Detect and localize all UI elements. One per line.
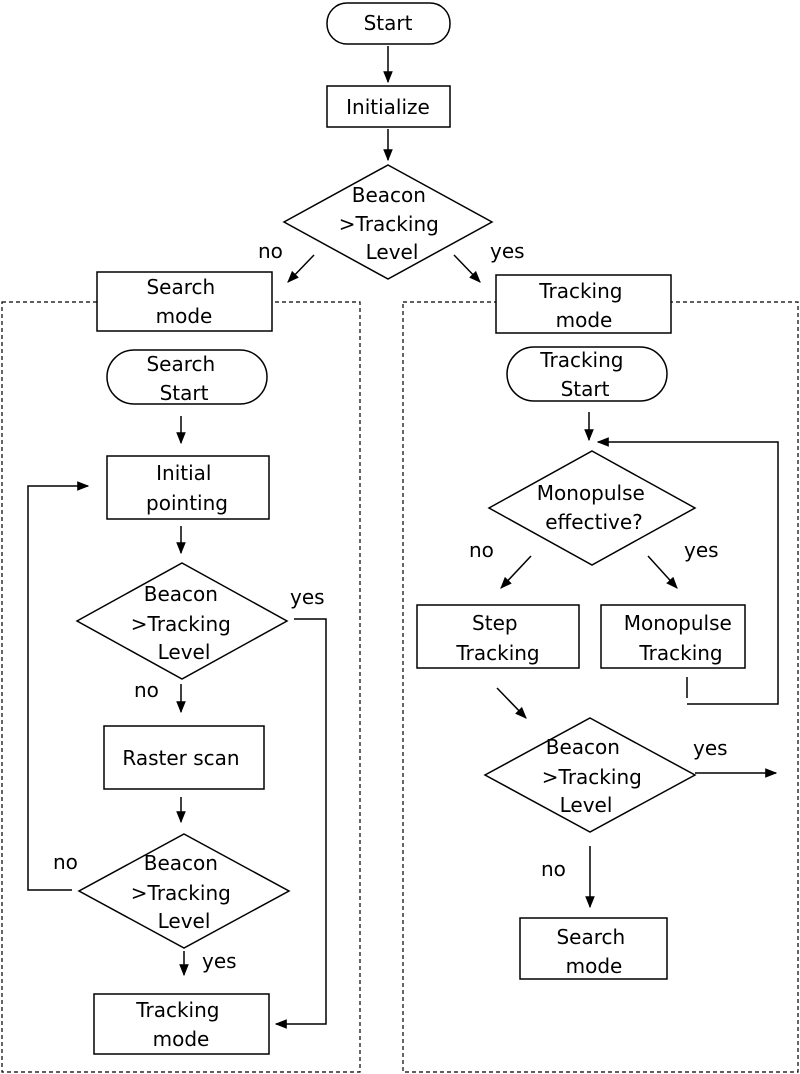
step-tracking-node: Step Tracking <box>416 604 580 669</box>
initial-pointing-node: Initial pointing <box>106 455 270 520</box>
initial-pointing-label: Initial pointing <box>146 461 228 515</box>
tracking-branch-search-mode-node: Search mode <box>519 917 668 980</box>
tracking-beacon-check-node: Beacon >Tracking Level <box>483 717 697 833</box>
search1-no-label: no <box>134 678 159 702</box>
search-start-label: Search Start <box>146 352 221 405</box>
monopulse-effective-node: Monopulse effective? <box>487 450 697 566</box>
arrow-mono-yes <box>647 555 678 589</box>
main-beacon-check-node: Beacon >Tracking Level <box>282 164 494 280</box>
start-node: Start <box>326 2 451 45</box>
monopulse-tracking-node: Monopulse Tracking <box>600 604 746 669</box>
track-no-label: no <box>541 857 566 881</box>
search-branch-tracking-mode-label: Tracking mode <box>135 998 226 1051</box>
tracking-beacon-check-label: Beacon >Tracking Level <box>542 735 648 817</box>
main-beacon-check-label: Beacon >Tracking Level <box>339 183 445 264</box>
tracking-mode-label: Tracking mode <box>538 279 629 332</box>
initialize-node-label: Initialize <box>346 95 430 119</box>
search1-yes-label: yes <box>290 585 325 609</box>
tracking-start-label: Tracking Start <box>539 348 630 401</box>
arrow-search2-no-loop <box>27 481 90 891</box>
search-mode-node: Search mode <box>96 271 273 332</box>
arrow-search1-yes-to-tracking <box>274 618 327 1029</box>
track-yes-label: yes <box>693 736 728 760</box>
mono-no-label: no <box>469 538 494 562</box>
tracking-mode-node: Tracking mode <box>495 274 672 334</box>
search-beacon-check-1-label: Beacon >Tracking Level <box>131 582 237 664</box>
main-yes-label: yes <box>490 239 525 263</box>
monopulse-effective-label: Monopulse effective? <box>537 481 651 534</box>
arrow-main-no <box>287 254 315 283</box>
arrow-main-yes <box>453 254 481 283</box>
arrow-mono-no <box>500 555 532 589</box>
start-node-label: Start <box>364 11 413 35</box>
tracking-branch-search-mode-label: Search mode <box>556 925 631 978</box>
raster-scan-node: Raster scan <box>103 725 265 790</box>
arrow-step-to-check <box>496 687 527 719</box>
search-beacon-check-1-node: Beacon >Tracking Level <box>75 562 289 680</box>
arrow-monopulse-loop-back <box>596 437 779 705</box>
search-branch-tracking-mode-node: Tracking mode <box>93 993 270 1055</box>
search-beacon-check-2-label: Beacon >Tracking Level <box>131 851 237 933</box>
search2-no-label: no <box>53 850 78 874</box>
main-no-label: no <box>258 239 283 263</box>
raster-scan-label: Raster scan <box>122 746 239 770</box>
search-beacon-check-2-node: Beacon >Tracking Level <box>77 833 291 949</box>
search2-yes-label: yes <box>202 949 237 973</box>
mono-yes-label: yes <box>684 538 719 562</box>
search-mode-label: Search mode <box>146 275 221 328</box>
step-tracking-label: Step Tracking <box>455 611 539 665</box>
tracking-start-node: Tracking Start <box>506 346 668 402</box>
initialize-node: Initialize <box>326 85 451 128</box>
monopulse-tracking-label: Monopulse Tracking <box>624 611 738 665</box>
search-start-node: Search Start <box>106 349 268 405</box>
